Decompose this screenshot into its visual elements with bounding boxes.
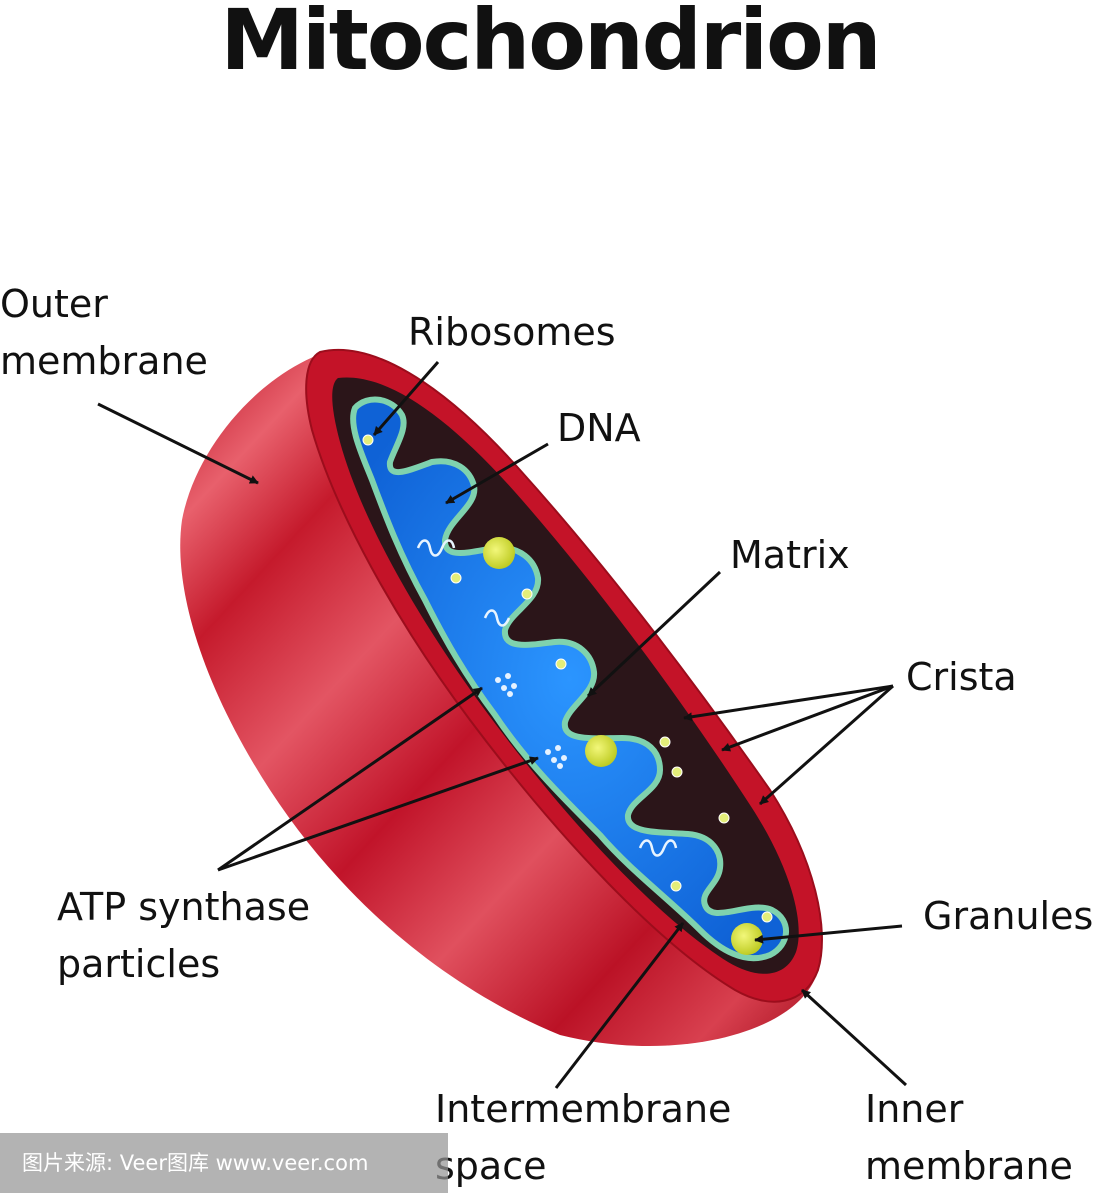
arrow-atp-1 — [217, 686, 483, 872]
label-outer-membrane-line2: membrane — [0, 339, 208, 383]
label-outer-membrane: Outer membrane — [0, 276, 208, 390]
arrow-ribosomes — [372, 361, 440, 436]
arrow-matrix — [586, 570, 722, 698]
matrix-region — [350, 396, 789, 962]
arrow-intermembrane — [554, 922, 685, 1089]
source-watermark: 图片来源: Veer图库 www.veer.com — [0, 1133, 448, 1193]
label-intermembrane-space: Intermembrane space — [435, 1081, 731, 1195]
label-matrix: Matrix — [730, 533, 850, 577]
ribosomes — [362, 434, 773, 923]
arrow-crista-1 — [683, 684, 894, 722]
arrow-crista-3 — [759, 684, 894, 806]
label-atp-synthase: ATP synthase particles — [57, 879, 310, 993]
label-atp-line2: particles — [57, 942, 221, 986]
arrow-dna — [445, 442, 549, 505]
label-ribosomes: Ribosomes — [408, 310, 616, 354]
atp-synthase-clusters — [495, 673, 567, 769]
arrow-atp-2 — [217, 756, 539, 872]
arrow-outer-membrane — [97, 402, 259, 485]
dna-strands — [416, 539, 678, 857]
label-crista: Crista — [906, 655, 1017, 699]
arrow-granules — [754, 924, 903, 944]
label-outer-membrane-line1: Outer — [0, 282, 108, 326]
label-intermembrane-line2: space — [435, 1144, 547, 1188]
label-inner-membrane-line1: Inner — [865, 1087, 964, 1131]
pointer-arrows — [97, 361, 908, 1089]
arrow-crista-2 — [721, 684, 894, 752]
label-granules: Granules — [923, 894, 1094, 938]
label-inner-membrane: Inner membrane — [865, 1081, 1073, 1195]
label-dna: DNA — [557, 406, 641, 450]
label-inner-membrane-line2: membrane — [865, 1144, 1073, 1188]
arrow-inner-membrane — [800, 988, 908, 1087]
label-intermembrane-line1: Intermembrane — [435, 1087, 732, 1131]
label-atp-line1: ATP synthase — [57, 885, 311, 929]
granules — [483, 537, 763, 955]
page-title: Mitochondrion — [220, 0, 881, 89]
